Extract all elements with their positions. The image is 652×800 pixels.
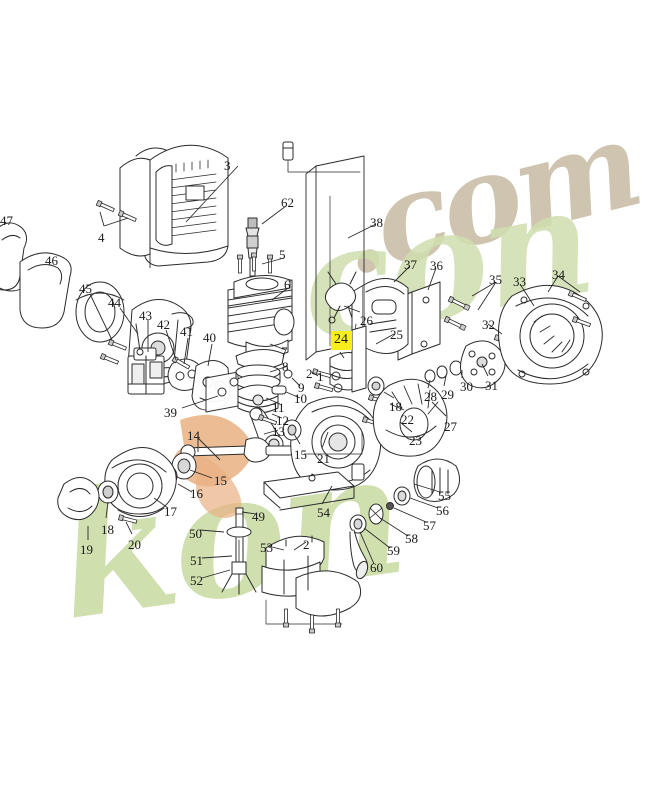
callout-7: 7	[281, 344, 288, 359]
callout-44: 44	[108, 295, 121, 310]
callout-29: 29	[441, 387, 454, 402]
callout-45: 45	[79, 281, 92, 296]
part-21-crankcase-right	[290, 396, 382, 491]
callout-22: 22	[401, 412, 414, 427]
callout-59: 59	[387, 543, 400, 558]
part-26-ignition-coil	[324, 271, 357, 324]
callout-52: 52	[190, 573, 203, 588]
callout-31: 31	[485, 378, 498, 393]
part-46-filter-element	[19, 252, 125, 343]
callout-36: 36	[430, 258, 443, 273]
part-35-muffler-bolts	[443, 295, 471, 331]
callout-8: 8	[282, 359, 289, 374]
callout-1: 1	[317, 369, 324, 384]
part-17-crankcase-half-left	[104, 447, 177, 517]
part-50-collar	[226, 526, 252, 538]
part-43-carburetor	[127, 347, 177, 395]
callout-62: 62	[281, 195, 294, 210]
part-27-flywheel	[372, 378, 448, 457]
part-60-cable-end	[349, 529, 369, 580]
callout-28: 28	[424, 389, 437, 404]
callout-25: 25	[390, 327, 403, 342]
callout-10: 10	[294, 391, 307, 406]
callout-56: 56	[436, 503, 449, 518]
callout-2: 2	[306, 366, 313, 381]
part-28-nut	[424, 369, 436, 383]
callout-13: 13	[272, 424, 285, 439]
callout-15b: 15	[294, 447, 307, 462]
callout-57: 57	[423, 518, 436, 533]
callout-53: 53	[260, 540, 273, 555]
callout-23: 23	[409, 433, 422, 448]
callout-32: 32	[482, 317, 495, 332]
part-52-tool-end	[221, 561, 257, 595]
callout-19: 19	[80, 542, 93, 557]
part-2-screws	[311, 368, 343, 394]
part-18b-washer	[367, 376, 385, 396]
callout-6: 6	[284, 277, 291, 292]
part-59-ring	[349, 514, 367, 534]
part-6-cylinder	[227, 275, 295, 358]
callout-55: 55	[438, 488, 451, 503]
callout-16: 16	[190, 486, 203, 501]
part-18-clutch-bearing	[97, 480, 119, 504]
callout-18: 18	[101, 522, 114, 537]
part-25-coil-bracket	[351, 325, 367, 393]
callout-15: 15	[214, 473, 227, 488]
callout-49: 49	[252, 509, 265, 524]
part-9-circlip	[229, 369, 293, 387]
callout-58: 58	[405, 531, 418, 546]
callout-47: 47	[0, 213, 13, 228]
part-29-washer	[436, 365, 448, 379]
part-3-engine-cover	[119, 144, 229, 267]
part-55-coupler	[413, 458, 460, 502]
callout-51: 51	[190, 553, 203, 568]
callout-2b: 2	[303, 537, 310, 552]
callout-33: 33	[513, 274, 526, 289]
callout-30: 30	[460, 379, 473, 394]
callout-41: 41	[180, 324, 193, 339]
callout-18b: 18	[389, 399, 402, 414]
part-top-cap	[282, 141, 361, 173]
callout-42: 42	[157, 317, 170, 332]
callout-50: 50	[189, 526, 202, 541]
part-53-guard	[261, 535, 362, 634]
part-19-clutch-housing	[57, 477, 100, 521]
part-54-shield-plate	[263, 471, 355, 511]
callout-46: 46	[45, 253, 58, 268]
callout-40: 40	[203, 330, 216, 345]
part-15b-bearing	[282, 419, 302, 441]
part-57-pin	[386, 502, 394, 510]
callout-34: 34	[552, 267, 565, 282]
callout-35: 35	[489, 272, 502, 287]
part-58-spring-washer	[368, 503, 384, 525]
callout-38: 38	[370, 215, 383, 230]
callout-20: 20	[128, 537, 141, 552]
callout-5: 5	[279, 247, 286, 262]
callout-14: 14	[187, 428, 200, 443]
callout-27: 27	[444, 419, 457, 434]
callout-43: 43	[139, 308, 152, 323]
part-11-piston	[237, 384, 279, 414]
part-23-screw	[303, 419, 403, 455]
part-10-piston-pin	[271, 385, 287, 395]
part-56-washer	[393, 486, 411, 506]
part-8-piston-rings	[235, 364, 281, 390]
callout-39: 39	[164, 405, 177, 420]
callout-4: 4	[98, 230, 105, 245]
callout-17: 17	[164, 504, 177, 519]
callout-54: 54	[317, 505, 330, 520]
callout-11: 11	[272, 400, 285, 415]
callout-24: 24	[331, 331, 352, 350]
callout-3: 3	[224, 158, 231, 173]
callout-9: 9	[298, 380, 305, 395]
callout-21: 21	[317, 451, 330, 466]
callout-60: 60	[370, 560, 383, 575]
callout-26: 26	[360, 313, 373, 328]
callout-12: 12	[276, 413, 289, 428]
callout-37: 37	[404, 257, 417, 272]
